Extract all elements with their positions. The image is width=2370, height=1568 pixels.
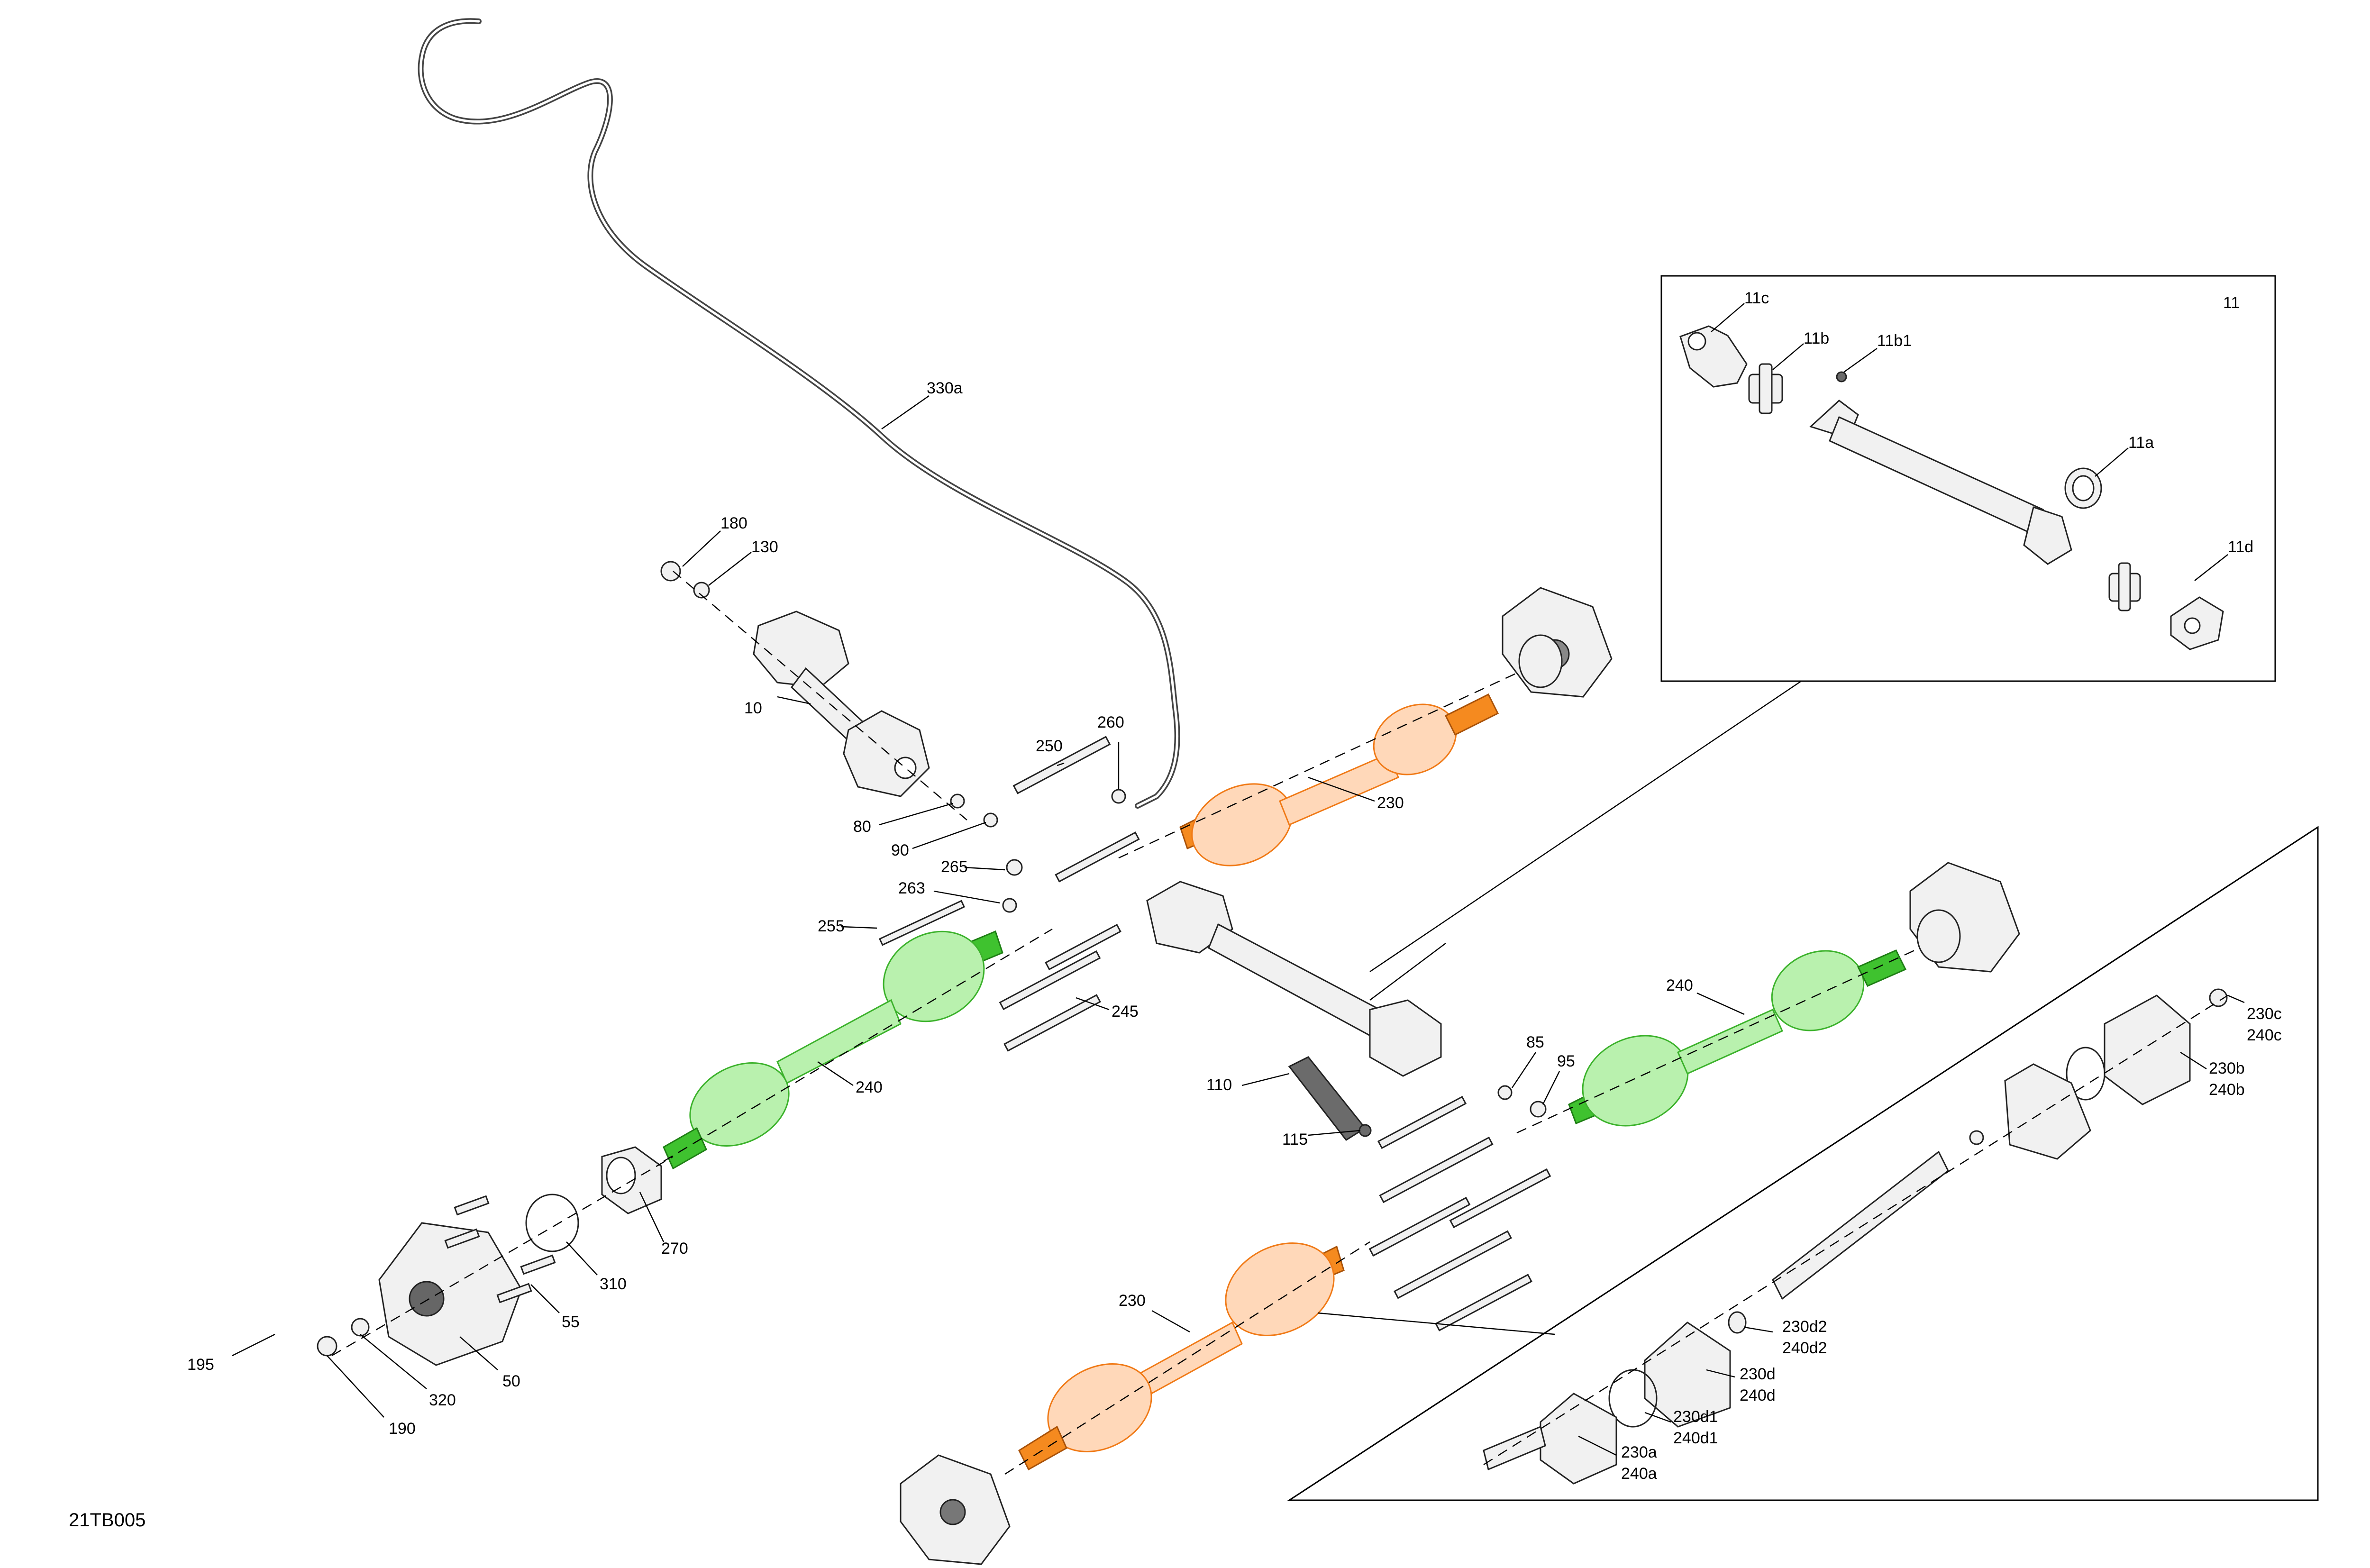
knuckle-hub-top (1502, 587, 1613, 698)
axle-230-bottom (1018, 1242, 1345, 1471)
callout-85: 85 (1526, 1033, 1544, 1051)
callout-230-top: 230 (1377, 794, 1404, 812)
callout-95: 95 (1557, 1052, 1575, 1070)
callout-10: 10 (744, 699, 762, 717)
callout-250: 250 (1036, 737, 1063, 755)
inset-top-title: 11 (2223, 294, 2240, 312)
callout-130: 130 (751, 538, 778, 556)
callout-55: 55 (562, 1313, 580, 1331)
inset-label-230d: 230d (1740, 1365, 1776, 1383)
callout-240-right: 240 (1666, 976, 1693, 994)
callout-270: 270 (661, 1240, 688, 1258)
callout-190: 190 (389, 1420, 416, 1438)
callout-255: 255 (818, 917, 845, 935)
yoke-11d (2108, 562, 2224, 650)
inset-label-240d: 240d (1740, 1386, 1776, 1404)
axle-230-top (1179, 693, 1499, 866)
hub-bottom-left (317, 1146, 662, 1366)
axle-240-left (663, 930, 1003, 1170)
callout-320: 320 (429, 1391, 456, 1409)
inset-label-11a: 11a (2128, 434, 2154, 452)
inset-label-240d1: 240d1 (1673, 1429, 1718, 1447)
small-parts-right (1288, 1056, 1551, 1331)
callout-180: 180 (720, 514, 747, 532)
callout-330a: 330a (927, 379, 963, 397)
propeller-tube (1809, 400, 2072, 565)
inset-label-240d2: 240d2 (1782, 1339, 1827, 1357)
axle-240-right (1568, 949, 1907, 1127)
yoke-11c (1679, 325, 1748, 388)
callout-310: 310 (600, 1275, 627, 1293)
callout-195: 195 (187, 1356, 214, 1374)
inset-label-230a: 230a (1621, 1443, 1657, 1461)
inset-label-11b: 11b (1804, 329, 1829, 347)
callout-260: 260 (1097, 713, 1124, 731)
callout-115: 115 (1282, 1130, 1308, 1149)
inset-label-240c: 240c (2247, 1026, 2282, 1044)
inset-label-230c: 230c (2247, 1005, 2282, 1023)
callout-90: 90 (891, 841, 909, 859)
inset-label-230d2: 230d2 (1782, 1318, 1827, 1336)
fasteners-center (878, 736, 1140, 1052)
diagram-code: 21TB005 (69, 1510, 146, 1531)
knuckle-hub-right (1909, 862, 2020, 973)
wire-harness (418, 18, 1180, 809)
cv-joint-parts (1483, 988, 2228, 1485)
inset-propeller-shaft: 11 11c 11b 11b1 11a (1369, 275, 2276, 972)
inset-top-frame (1660, 275, 2276, 682)
inset-bottom-frame (1286, 826, 2319, 1501)
callout-240-left: 240 (856, 1078, 883, 1096)
inset-axle-breakdown: 230c 240c 230b 240b 230d2 240d2 230d 240… (1286, 826, 2319, 1501)
callout-50: 50 (502, 1372, 520, 1390)
inset-label-230d1: 230d1 (1673, 1408, 1718, 1426)
inset-label-11d: 11d (2228, 538, 2253, 556)
sleeve-11a (2064, 467, 2102, 509)
inset-label-230b: 230b (2209, 1059, 2245, 1077)
spider-11b (1748, 363, 1783, 414)
inset-label-11c: 11c (1744, 289, 1769, 307)
inset-label-240b: 240b (2209, 1081, 2245, 1099)
callout-110: 110 (1206, 1076, 1232, 1094)
inset-label-11b1: 11b1 (1877, 332, 1912, 350)
callout-80: 80 (853, 818, 871, 836)
propeller-shaft-10 (660, 561, 930, 797)
callout-230-bottom: 230 (1119, 1292, 1146, 1310)
callout-245: 245 (1112, 1003, 1139, 1021)
callout-263: 263 (898, 879, 925, 897)
knuckle-hub-bottom (900, 1454, 1011, 1565)
front-propeller-shaft (1146, 881, 1442, 1077)
callout-265: 265 (941, 858, 968, 876)
inset-label-240a: 240a (1621, 1465, 1657, 1483)
